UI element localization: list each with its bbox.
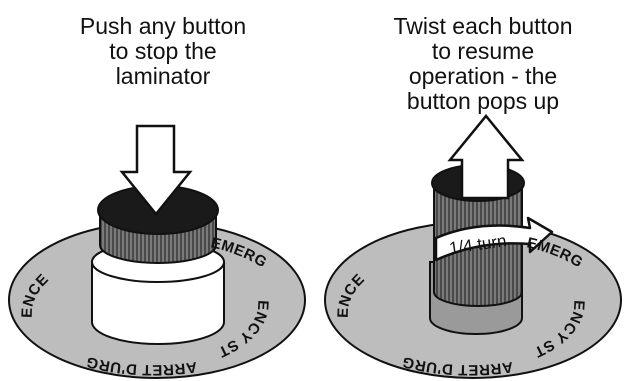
left-button-body [91, 261, 225, 345]
arrow-up-icon [447, 114, 525, 200]
right-caption-line-4: button pops up [406, 88, 560, 114]
left-caption-line-2: to stop the [109, 38, 217, 64]
left-caption: Push any button to stop the laminator [28, 14, 298, 89]
right-caption-line-1: Twist each button [393, 13, 573, 39]
left-emergency-button: ENCE EMERG ENCY STOP ARRET D'URG [0, 0, 306, 379]
right-caption-line-2: to resume [431, 38, 535, 64]
right-caption: Twist each button to resume operation - … [338, 14, 628, 114]
arrow-down-icon [119, 124, 193, 216]
left-caption-line-1: Push any button [79, 13, 247, 39]
rotate-arrow-icon [434, 216, 554, 262]
right-caption-line-3: operation - the [408, 63, 558, 89]
left-caption-line-3: laminator [115, 63, 211, 89]
